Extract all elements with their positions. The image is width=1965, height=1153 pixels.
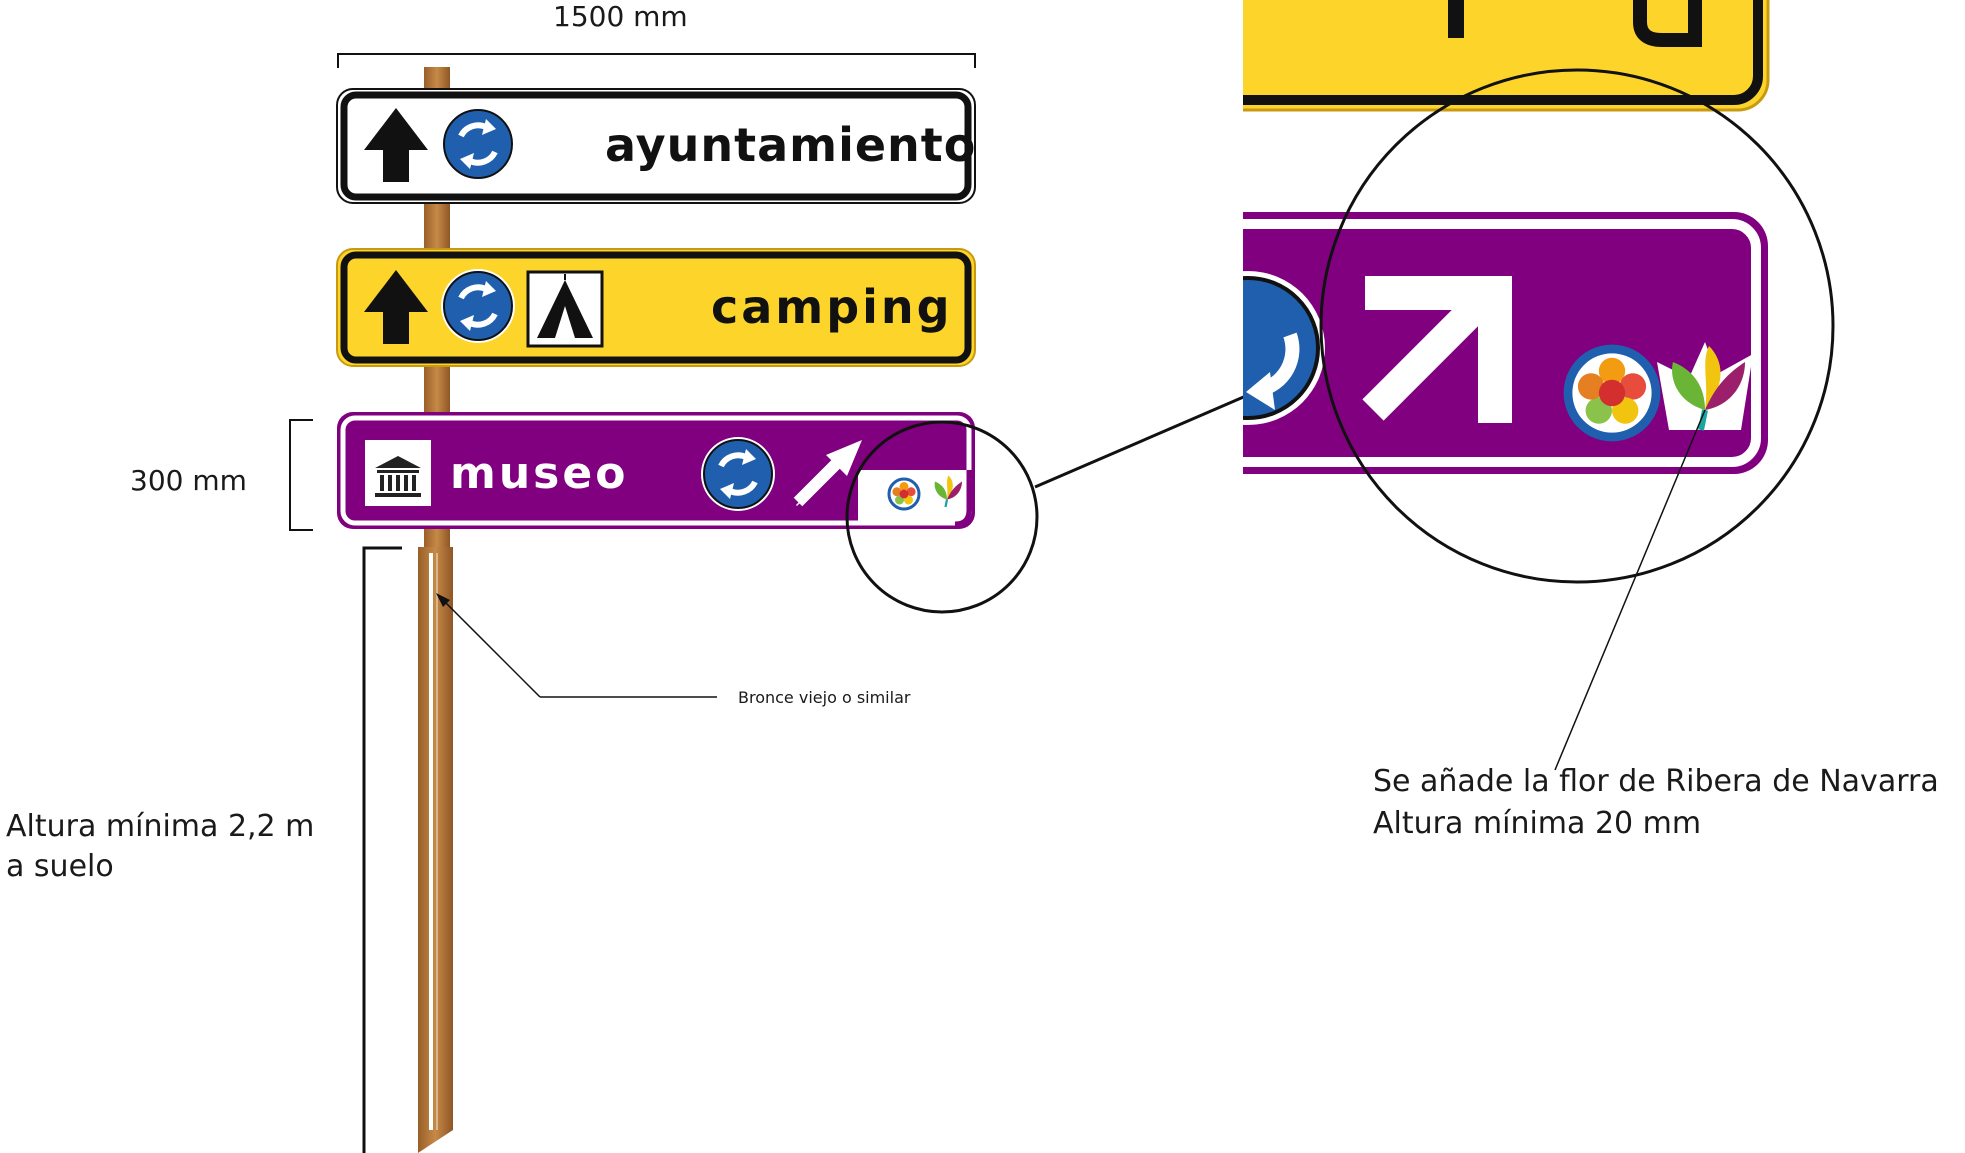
detail-circle-small xyxy=(845,420,1039,614)
roundabout-icon xyxy=(701,437,775,511)
diagonal-arrow-icon xyxy=(793,440,862,507)
height-dimension-bracket xyxy=(289,419,313,531)
museum-icon xyxy=(365,440,431,506)
min-height-bracket xyxy=(362,546,402,1153)
tent-icon xyxy=(526,270,604,348)
flower-note-line1: Se añade la flor de Ribera de Navarra xyxy=(1373,764,1939,799)
sign-camping xyxy=(336,248,976,367)
sign-museo xyxy=(337,412,975,529)
sign-ayuntamiento-label: ayuntamiento xyxy=(605,118,977,172)
zoom-sign-museo xyxy=(1243,212,1768,474)
post-material-leader xyxy=(436,593,717,698)
zoom-flower-logo-icon xyxy=(1568,349,1656,437)
height-dimension-label: 300 mm xyxy=(130,464,247,497)
flower-note-leader xyxy=(1554,409,1706,771)
flower-note-line2: Altura mínima 20 mm xyxy=(1373,806,1702,841)
sign-museo-label: museo xyxy=(450,448,629,499)
zoom-roundabout-icon xyxy=(1243,271,1325,425)
zoom-detail xyxy=(1243,0,1770,474)
zoom-sign-camping xyxy=(1243,0,1770,112)
min-height-label-line1: Altura mínima 2,2 m xyxy=(6,809,315,844)
roundabout-icon xyxy=(441,107,515,181)
detail-circle-large xyxy=(1319,68,1835,584)
width-dimension-label: 1500 mm xyxy=(553,0,688,33)
post xyxy=(418,67,453,1153)
up-arrow-icon xyxy=(364,108,428,182)
sign-camping-label: camping xyxy=(711,280,953,334)
up-arrow-icon xyxy=(364,270,428,344)
post-material-label: Bronce viejo o similar xyxy=(738,688,911,707)
roundabout-icon xyxy=(441,269,515,343)
flower-logo-icon xyxy=(887,477,921,511)
width-dimension-line xyxy=(337,53,976,68)
zoom-diagonal-arrow-icon xyxy=(1362,276,1512,423)
sign-ayuntamiento xyxy=(336,88,976,204)
min-height-label-line2: a suelo xyxy=(6,849,114,884)
